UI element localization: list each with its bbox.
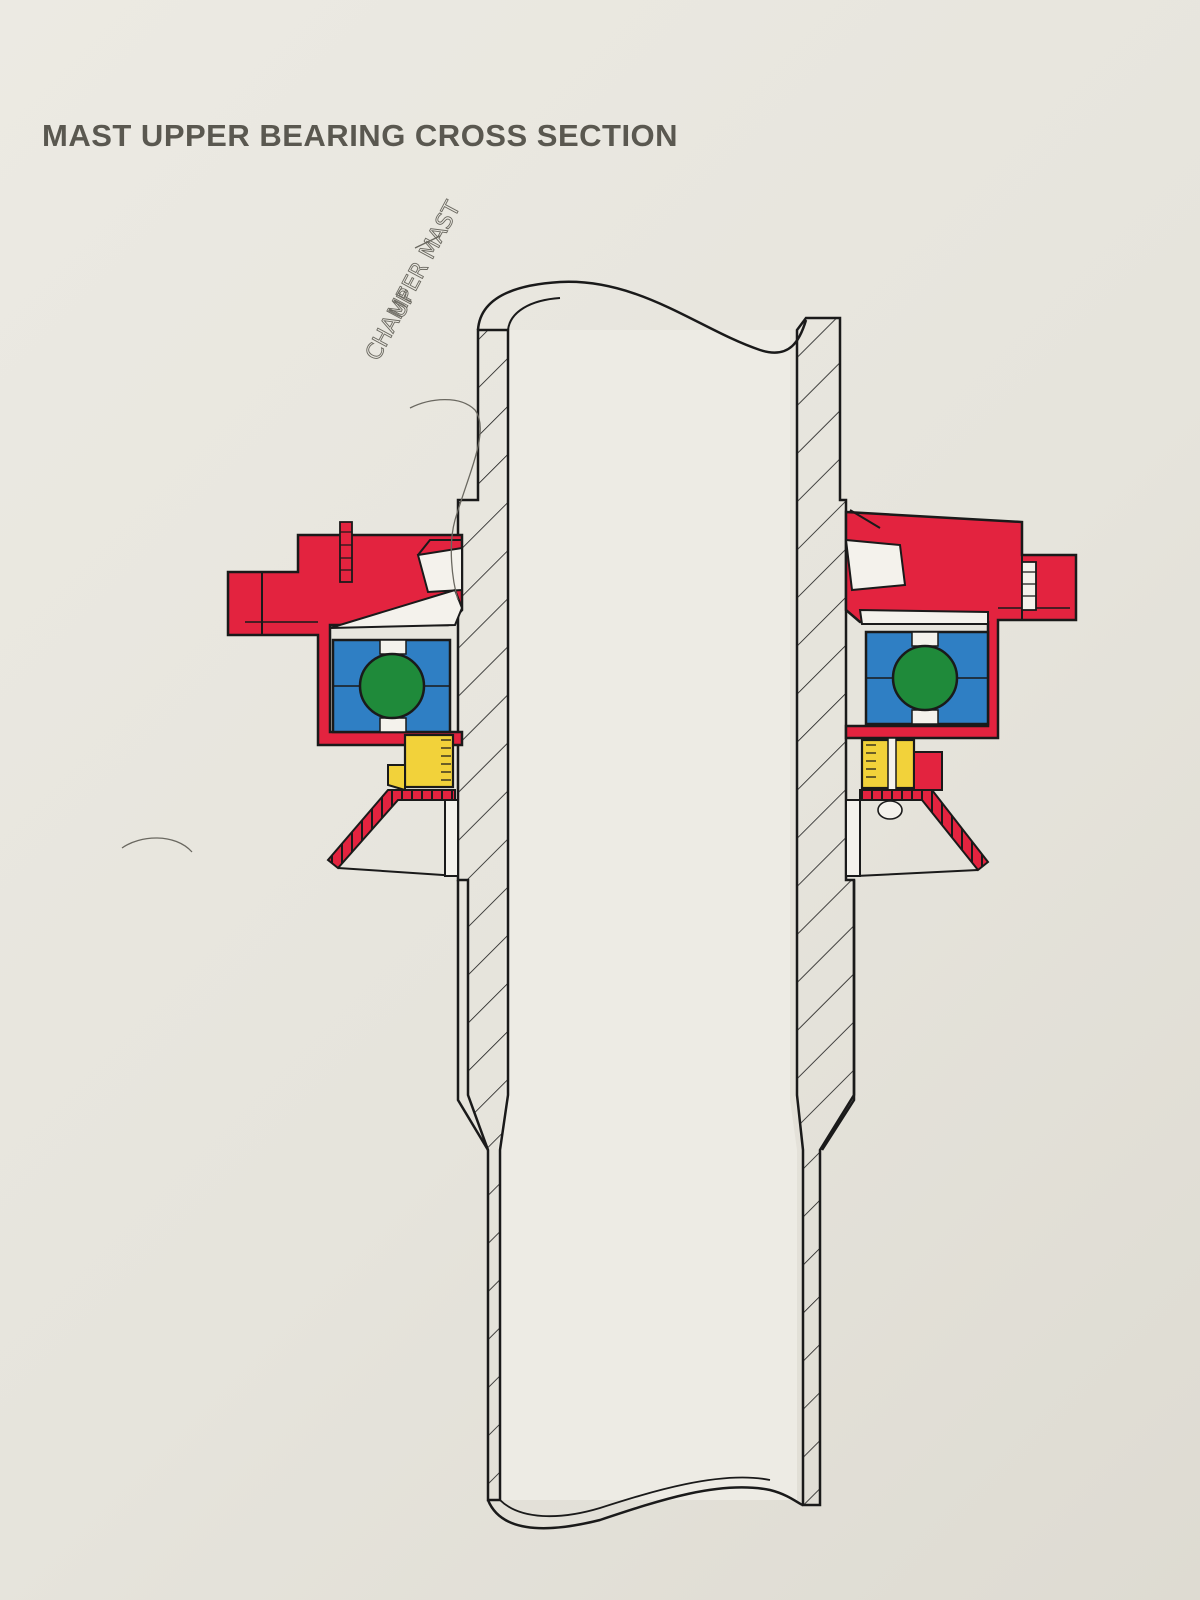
housing-pin-left xyxy=(339,521,353,583)
mast-top-break xyxy=(476,280,808,354)
bearing-ball-right xyxy=(891,644,959,712)
housing-pin-right xyxy=(1021,561,1037,611)
conical-seal-right xyxy=(859,789,990,872)
conical-seal-left xyxy=(326,789,456,870)
mast-bottom-break xyxy=(486,1486,804,1530)
note-leader-line xyxy=(409,235,481,601)
page-title: MAST UPPER BEARING CROSS SECTION xyxy=(42,118,679,153)
mast-wall-right xyxy=(795,316,856,1507)
mast-bore xyxy=(498,330,797,1500)
right-bearing-assembly xyxy=(844,509,1078,877)
mast-wall-left xyxy=(456,328,510,1502)
bearing-housing-left xyxy=(226,533,464,747)
spacer-nut-left xyxy=(403,733,455,789)
note-line-1: CHAMFER MAST xyxy=(361,197,466,365)
left-bearing-assembly xyxy=(226,521,464,877)
bearing-ball-left xyxy=(358,652,426,720)
mast-tube xyxy=(456,280,856,1530)
